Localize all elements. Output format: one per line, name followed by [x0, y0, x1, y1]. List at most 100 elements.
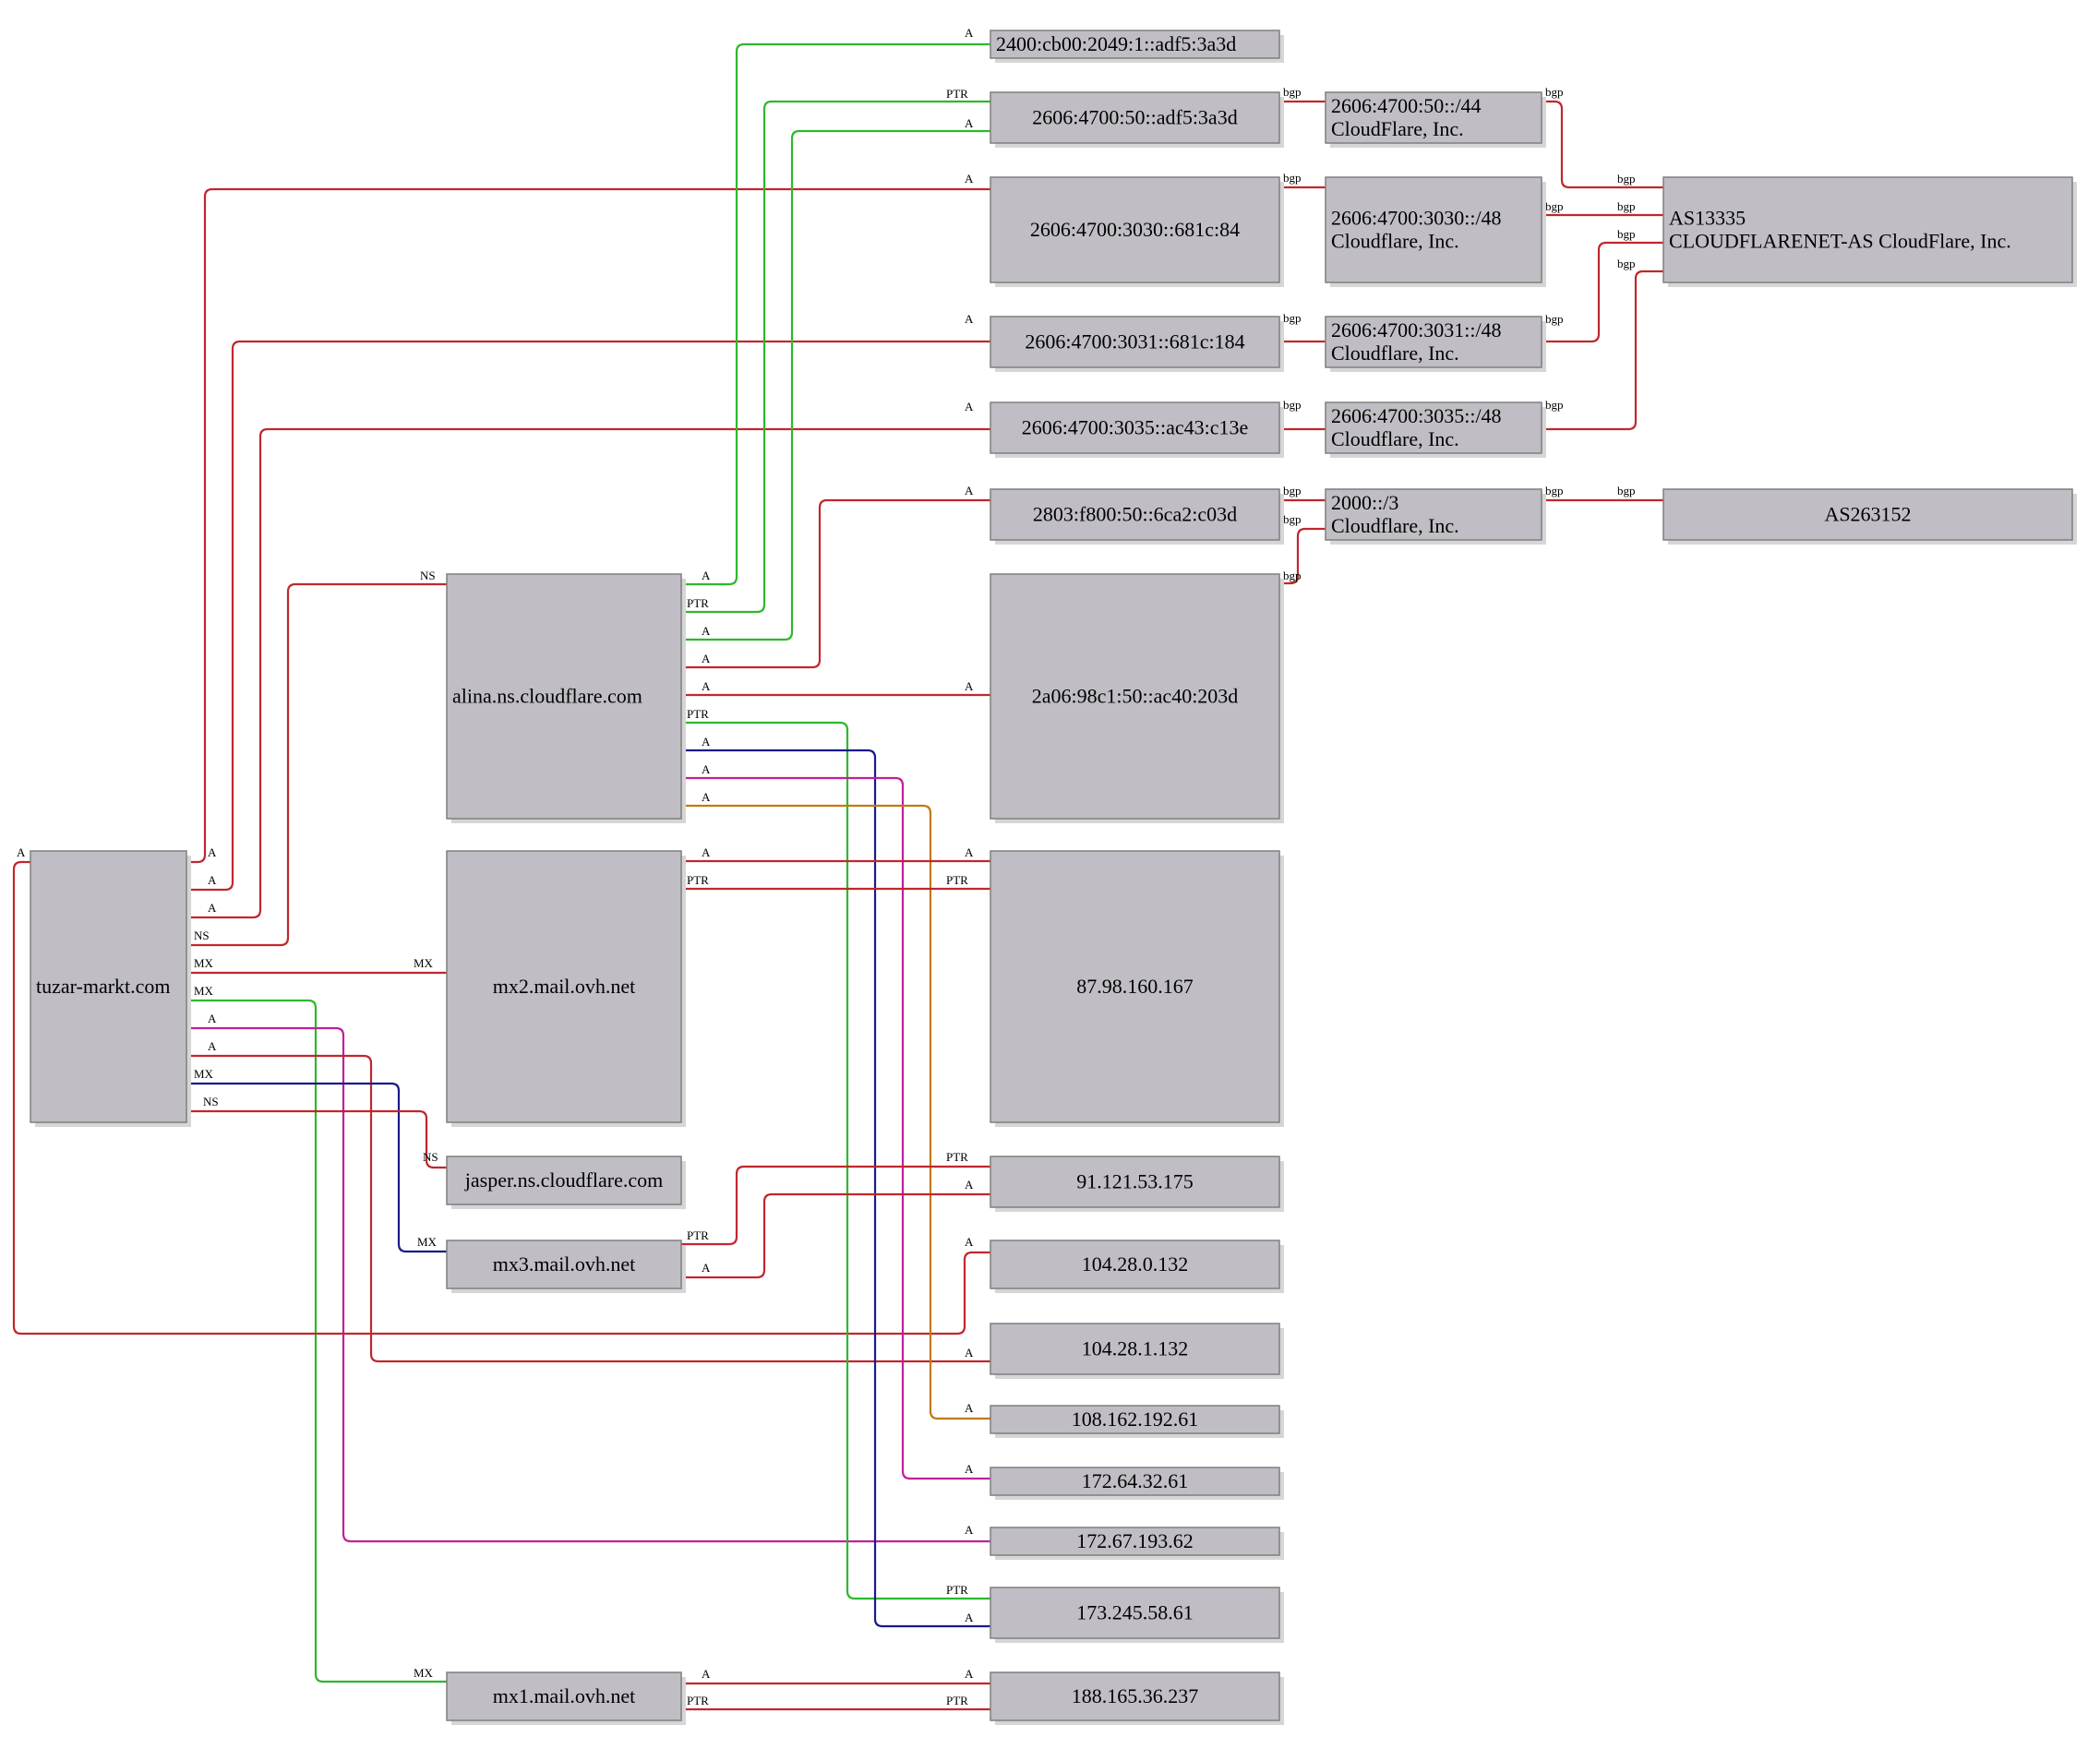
node-ip-2803[interactable]: 2803:f800:50::6ca2:c03d	[990, 488, 1284, 545]
edge-tail-label: PTR	[687, 596, 709, 610]
node-ip-173[interactable]: 173.245.58.61	[990, 1587, 1284, 1643]
node-ip-3035[interactable]: 2606:4700:3035::ac43:c13e	[990, 401, 1284, 458]
node-label: 2606:4700:3031::681c:184	[1025, 330, 1244, 353]
node-label: mx1.mail.ovh.net	[493, 1684, 636, 1707]
edge-line	[681, 498, 990, 669]
node-as263152[interactable]: AS263152	[1662, 488, 2077, 545]
node-box	[990, 316, 1280, 368]
edge-tail-label: PTR	[687, 873, 709, 887]
node-ip-188[interactable]: 188.165.36.237	[990, 1671, 1284, 1725]
edge-head-label: A	[965, 1667, 974, 1681]
node-ip-172-64[interactable]: 172.64.32.61	[990, 1467, 1284, 1500]
edge-tail-label: A	[702, 735, 711, 749]
edge-ip_2803-to-pfx_2000: bgp	[1279, 484, 1326, 502]
edge-line	[681, 1192, 990, 1279]
node-mx1[interactable]: mx1.mail.ovh.net	[446, 1671, 686, 1725]
edge-alina-to-ip_108: AA	[681, 790, 990, 1420]
node-alina[interactable]: alina.ns.cloudflare.com	[446, 573, 686, 823]
node-box	[446, 1671, 682, 1721]
node-ip-3030[interactable]: 2606:4700:3030::681c:84	[990, 176, 1284, 287]
edge-tail-label: A	[702, 569, 711, 582]
node-ip-104-0[interactable]: 104.28.0.132	[990, 1240, 1284, 1293]
edge-tuzar-to-ip_3030: AA	[186, 172, 990, 864]
edge-head-label: A	[965, 172, 974, 186]
node-box	[990, 1323, 1280, 1375]
node-label: 104.28.0.132	[1082, 1252, 1189, 1276]
node-label: Cloudflare, Inc.	[1331, 230, 1459, 253]
edge-line	[1542, 241, 1663, 343]
edge-tail-label: bgp	[1545, 199, 1564, 213]
edge-tail-label: A	[208, 1039, 217, 1053]
node-box	[990, 1527, 1280, 1556]
node-mx2[interactable]: mx2.mail.ovh.net	[446, 850, 686, 1127]
node-ip-108[interactable]: 108.162.192.61	[990, 1405, 1284, 1438]
node-box	[1662, 176, 2073, 283]
edge-tail-label: A	[17, 845, 26, 859]
edge-tuzar-to-ip_3031: AA	[186, 312, 990, 892]
node-label: 108.162.192.61	[1072, 1408, 1199, 1431]
edge-tail-label: bgp	[1283, 311, 1302, 325]
node-label: AS13335	[1669, 207, 1746, 230]
edge-tail-label: A	[208, 901, 217, 915]
node-tuzar[interactable]: tuzar-markt.com	[30, 850, 191, 1127]
edge-alina-to-ip_2606_50: AA	[681, 116, 990, 641]
node-box	[1325, 401, 1542, 454]
node-box	[1325, 91, 1542, 144]
edge-head-label: bgp	[1617, 484, 1636, 497]
node-box	[990, 1405, 1280, 1434]
edge-line	[186, 582, 447, 947]
node-ip-2400[interactable]: 2400:cb00:2049:1::adf5:3a3d	[990, 30, 1284, 63]
edge-head-label: A	[965, 1523, 974, 1537]
edge-head-label: A	[965, 1611, 974, 1624]
node-box	[990, 488, 1280, 541]
nodes-layer: tuzar-markt.com alina.ns.cloudflare.com mx…	[30, 30, 2077, 1725]
node-ip-91[interactable]: 91.121.53.175	[990, 1156, 1284, 1212]
node-box	[990, 1467, 1280, 1496]
node-label: 2606:4700:3030::/48	[1331, 207, 1502, 230]
edge-tuzar-to-ip_104_1: AA	[186, 1039, 990, 1363]
node-box	[990, 1240, 1280, 1289]
node-label: 87.98.160.167	[1076, 975, 1194, 998]
node-ip-2a06[interactable]: 2a06:98c1:50::ac40:203d	[990, 573, 1284, 823]
node-mx3[interactable]: mx3.mail.ovh.net	[446, 1240, 686, 1293]
edge-line	[1542, 270, 1663, 431]
node-ip-172-67[interactable]: 172.67.193.62	[990, 1527, 1284, 1560]
edge-tail-label: PTR	[687, 1228, 709, 1242]
node-ip-87[interactable]: 87.98.160.167	[990, 850, 1284, 1127]
node-ip-2606-50[interactable]: 2606:4700:50::adf5:3a3d	[990, 91, 1284, 148]
node-label: 2a06:98c1:50::ac40:203d	[1032, 685, 1239, 708]
edge-tail-label: NS	[203, 1095, 219, 1108]
edge-line	[186, 999, 447, 1683]
node-label: 2803:f800:50::6ca2:c03d	[1033, 503, 1237, 526]
node-label: 2606:4700:50::adf5:3a3d	[1032, 106, 1237, 129]
edge-head-label: A	[965, 1235, 974, 1249]
edge-tail-label: A	[208, 873, 217, 887]
edge-line	[186, 1054, 990, 1363]
node-box	[1325, 176, 1542, 283]
edge-tail-label: A	[208, 1012, 217, 1025]
edge-tail-label: bgp	[1545, 312, 1564, 326]
node-ip-104-1[interactable]: 104.28.1.132	[990, 1323, 1284, 1379]
node-jasper[interactable]: jasper.ns.cloudflare.com	[446, 1156, 686, 1209]
node-ip-3031[interactable]: 2606:4700:3031::681c:184	[990, 316, 1284, 372]
node-label: 2606:4700:3035::/48	[1331, 404, 1502, 427]
